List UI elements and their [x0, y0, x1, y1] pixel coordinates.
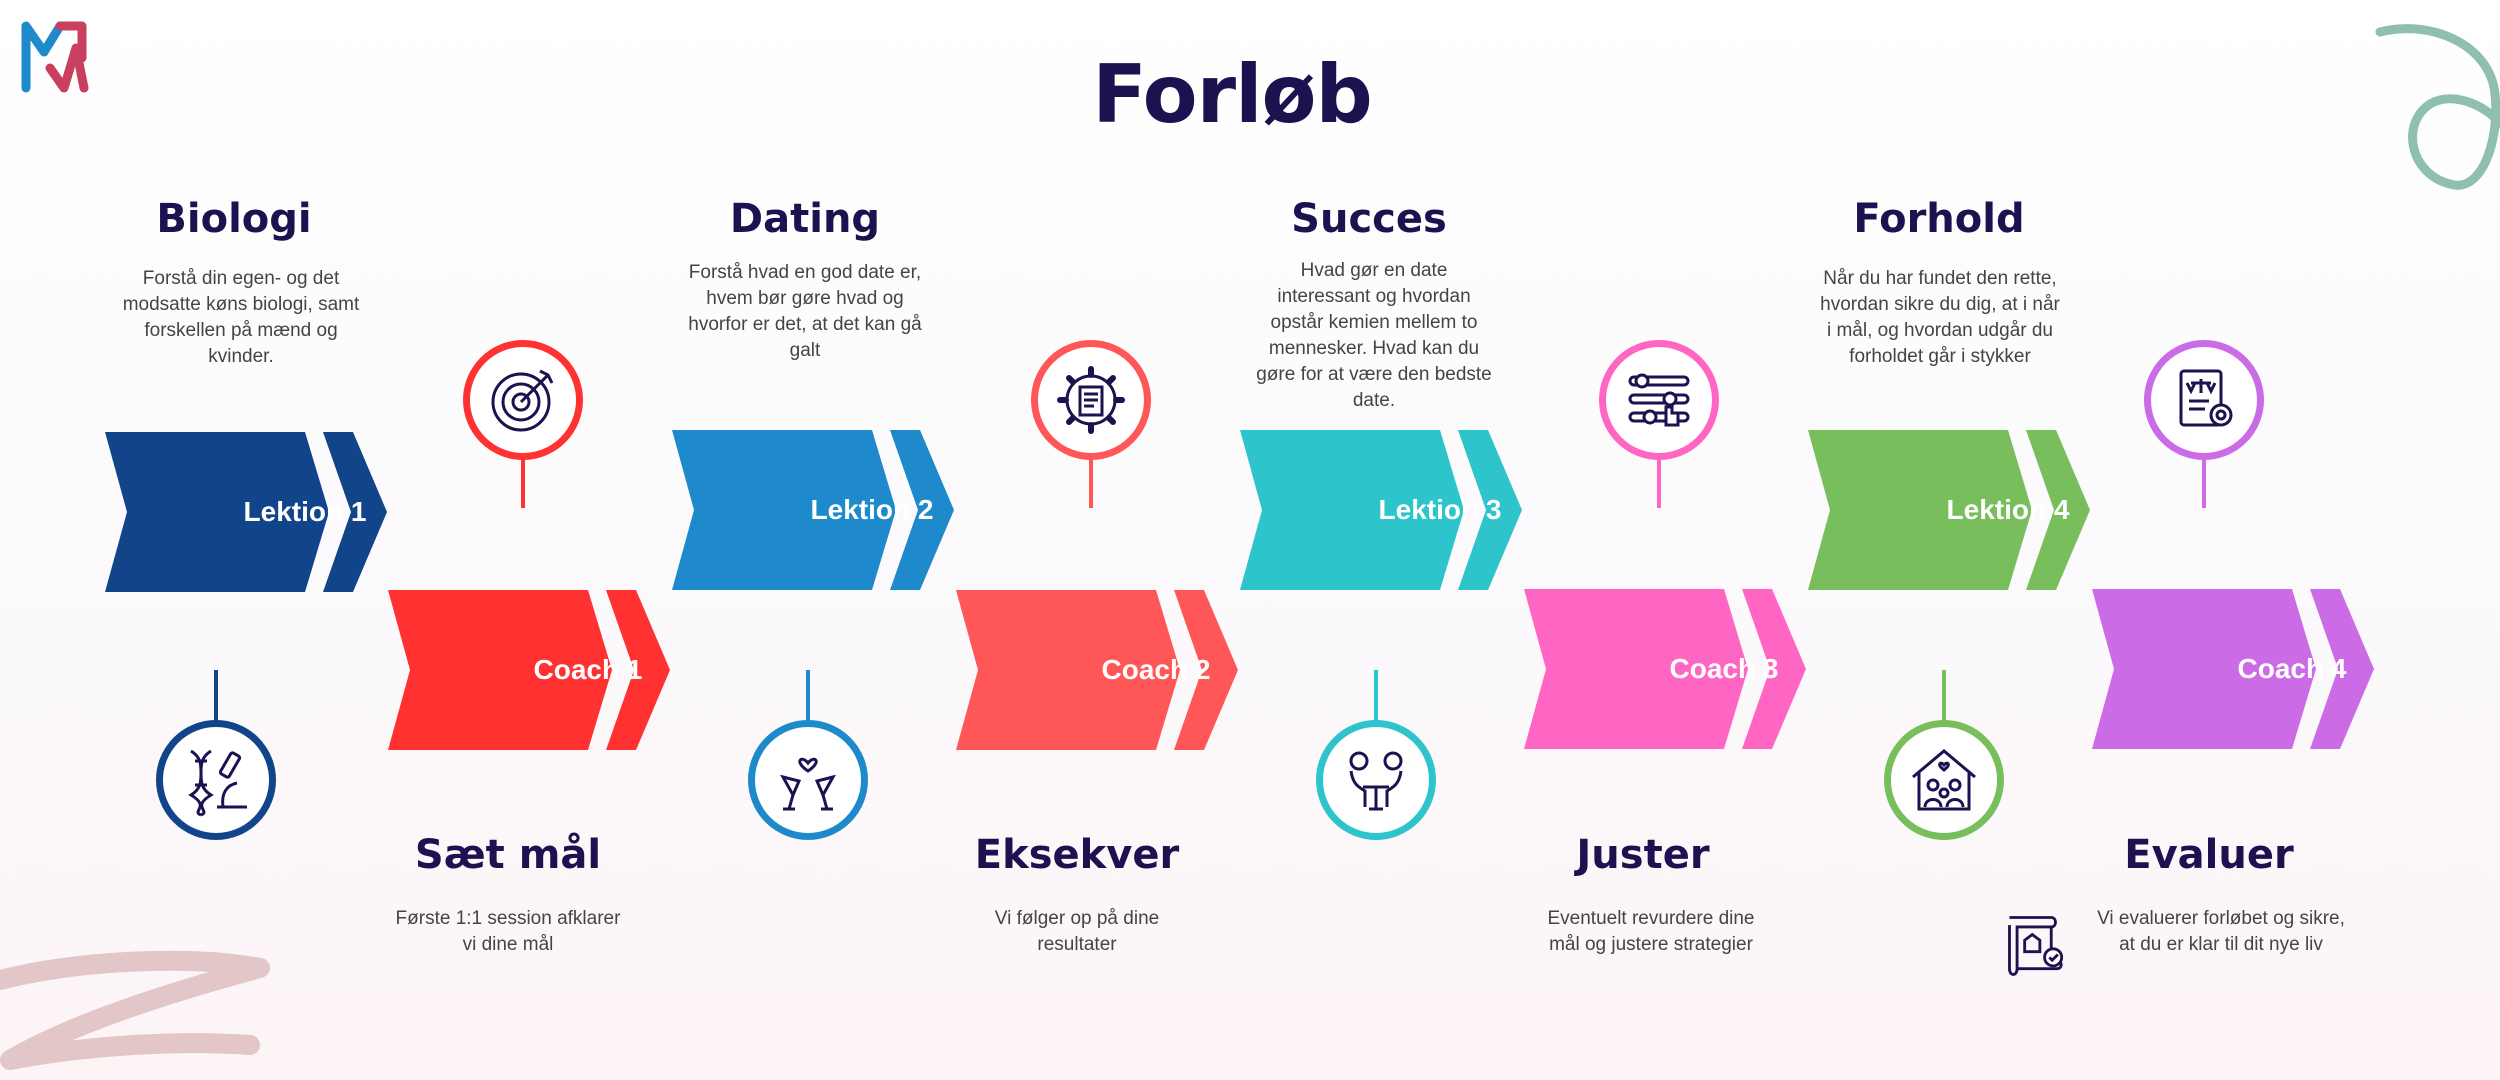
family-house-node	[1884, 670, 2004, 870]
target-circle	[463, 340, 583, 460]
coach-1-text: Første 1:1 session afklarer vi dine mål	[395, 908, 621, 955]
lesson-2-arrow: Lektion 2	[672, 430, 1232, 590]
coach-1-label: Coach 1	[533, 654, 643, 685]
chevron-shape	[956, 590, 1238, 750]
chevron-tail	[606, 590, 670, 750]
coach-2-text: Vi følger op på dine resultater	[994, 908, 1160, 955]
dna-microscope-icon	[188, 749, 247, 817]
coach-3-arrow: Coach 3	[1524, 589, 2084, 749]
lesson-4-arrow: Lektion 4	[1808, 430, 2368, 590]
lesson-4-label: Lektion 4	[1946, 494, 2070, 525]
couple-date-circle	[1316, 720, 1436, 840]
coach-2-heading: Eksekver	[974, 832, 1180, 878]
chevron-main	[388, 590, 612, 750]
coach-4-text: Vi evaluerer forløbet og sikre, at du er…	[2097, 908, 2345, 955]
chevron-main	[1524, 589, 1748, 749]
lesson-3-arrow: Lektion 3	[1240, 430, 1800, 590]
lesson-1-arrow: Lektion 1	[105, 432, 665, 592]
champagne-heart-icon	[780, 757, 836, 811]
family-house-icon	[1912, 749, 1976, 811]
chevron-shape	[1524, 589, 1806, 749]
lesson-3-text: Hvad gør en date interessant og hvordan …	[1256, 260, 1492, 411]
coach-3-text: Eventuelt revurdere dine mål og justere …	[1547, 908, 1755, 955]
chevron-main	[105, 432, 329, 592]
coach-1-heading: Sæt mål	[414, 832, 602, 878]
coach-2-label: Coach 2	[1101, 654, 1211, 685]
lesson-2-label: Lektion 2	[810, 494, 934, 525]
gear-document-stem	[1089, 458, 1093, 508]
dna-microscope-circle	[156, 720, 276, 840]
chevron-main	[672, 430, 896, 590]
lesson-4-heading: Forhold	[1853, 196, 2025, 242]
lesson-1-heading: Biologi	[156, 196, 312, 242]
legal-document-stem	[2202, 458, 2206, 508]
chevron-tail	[2026, 430, 2090, 590]
champagne-stem	[806, 670, 810, 722]
page-title: Forløb	[1092, 48, 1372, 141]
family-house-stem	[1942, 670, 1946, 722]
certificate-scroll-icon	[2008, 916, 2064, 976]
coach-4-label: Coach 4	[2237, 653, 2347, 684]
chevron-shape	[2092, 589, 2374, 749]
chevron-shape	[672, 430, 954, 590]
legal-document-circle	[2144, 340, 2264, 460]
gear-document-icon	[1057, 366, 1125, 434]
lesson-2-heading: Dating	[729, 196, 881, 242]
lesson-3-heading: Succes	[1291, 196, 1447, 242]
mw-logo	[21, 21, 89, 93]
dna-microscope-stem	[214, 670, 218, 722]
couple-date-node	[1316, 670, 1436, 870]
dna-microscope-node	[156, 670, 276, 870]
chevron-tail	[890, 430, 954, 590]
champagne-circle	[748, 720, 868, 840]
chevron-tail	[1174, 590, 1238, 750]
sliders-hand-icon	[1628, 373, 1690, 427]
sliders-hand-circle	[1599, 340, 1719, 460]
target-icon	[491, 369, 554, 432]
coach-3-label: Coach 3	[1669, 653, 1779, 684]
coach-2-arrow: Coach 2	[956, 590, 1516, 750]
lesson-4-text: Når du har fundet den rette, hvordan sik…	[1820, 268, 2060, 367]
sliders-hand-node	[1599, 340, 1719, 540]
lesson-1-label: Lektion 1	[243, 496, 367, 527]
champagne-node	[748, 670, 868, 870]
chevron-tail	[2310, 589, 2374, 749]
lesson-3-label: Lektion 3	[1378, 494, 1502, 525]
chevron-shape	[1808, 430, 2090, 590]
chevron-tail	[1742, 589, 1806, 749]
chevron-main	[2092, 589, 2316, 749]
chevron-shape	[105, 432, 387, 592]
lesson-2-text: Forstå hvad en god date er, hvem bør gør…	[688, 262, 922, 361]
target-stem	[521, 458, 525, 508]
chevron-main	[956, 590, 1180, 750]
coach-4-heading: Evaluer	[2124, 832, 2294, 878]
couple-date-icon	[1349, 751, 1403, 811]
lesson-1-text: Forstå din egen- og det modsatte køns bi…	[122, 268, 360, 367]
legal-document-node	[2144, 340, 2264, 540]
chevron-tail	[323, 432, 387, 592]
legal-document-gear-icon	[2179, 369, 2233, 427]
scribble-decoration	[0, 950, 270, 1070]
gear-document-node	[1031, 340, 1151, 540]
chevron-main	[1240, 430, 1464, 590]
chevron-tail	[1458, 430, 1522, 590]
couple-date-stem	[1374, 670, 1378, 722]
family-house-circle	[1884, 720, 2004, 840]
chevron-main	[1808, 430, 2032, 590]
gear-document-circle	[1031, 340, 1151, 460]
chevron-shape	[388, 590, 670, 750]
loop-decoration	[2375, 24, 2500, 190]
coach-1-arrow: Coach 1	[388, 590, 948, 750]
coach-4-arrow: Coach 4	[2092, 589, 2500, 749]
coach-3-heading: Juster	[1576, 832, 1710, 878]
target-node	[463, 340, 583, 540]
chevron-shape	[1240, 430, 1522, 590]
sliders-hand-stem	[1657, 458, 1661, 508]
